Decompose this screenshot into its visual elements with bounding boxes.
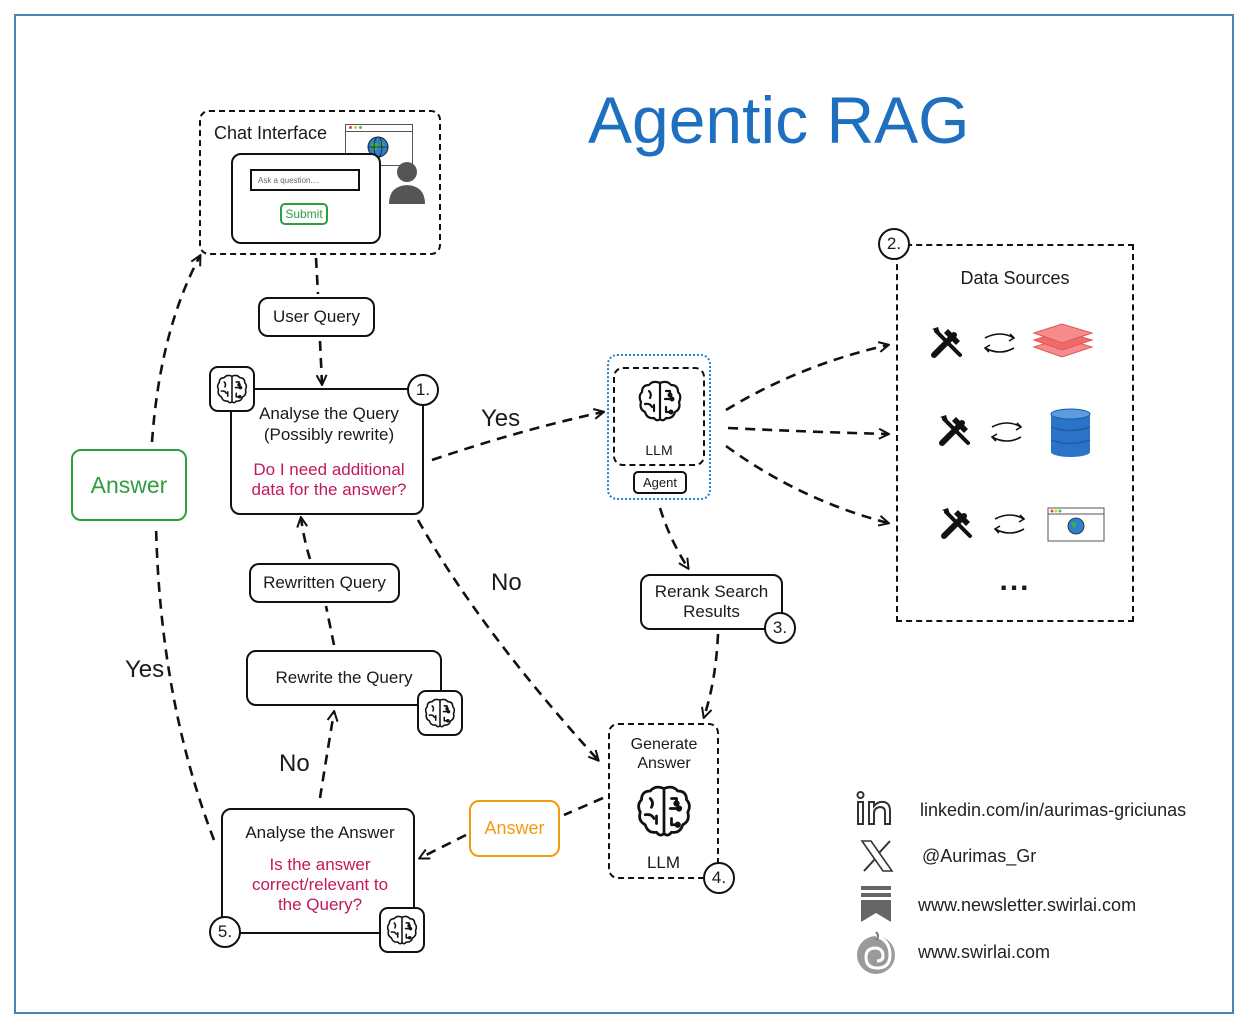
diagram-frame (14, 14, 1234, 1014)
data-sources-node: Data Sources ... (896, 244, 1134, 622)
answer-node-orange: Answer (469, 800, 560, 857)
rerank-label: Rerank Search Results (654, 582, 769, 621)
brain-icon (424, 698, 456, 728)
chat-interface-label: Chat Interface (214, 123, 328, 143)
arrow-analyse-answer-to-answer (154, 524, 216, 841)
newsletter-link[interactable]: www.newsletter.swirlai.com (918, 895, 1137, 915)
brain-icon (637, 785, 691, 837)
rerank-node: Rerank Search Results (640, 574, 783, 630)
analyse-query-title: Analyse the Query (259, 404, 399, 423)
analyse-query-node: Analyse the Query (Possibly rewrite) Do … (230, 388, 424, 515)
rewrite-query-brain (417, 690, 463, 736)
diagram-title: Agentic RAG (588, 83, 970, 157)
generate-answer-node: Generate Answer LLM (608, 723, 719, 879)
arrow-agent-to-source-3 (725, 444, 888, 523)
sync-icon (983, 333, 1016, 353)
arrow-analyse-to-agent (431, 412, 603, 462)
step-badge-4: 4. (703, 862, 735, 894)
brain-icon (638, 380, 682, 422)
step-badge-1: 1. (407, 374, 439, 406)
arrow-answer-to-analyse-answer (420, 833, 467, 858)
arrow-rerank-to-generate (704, 633, 720, 717)
arrow-answer-to-chat (150, 256, 200, 443)
analyse-query-question: Do I need additional data for the answer… (251, 460, 407, 499)
tools-icon (931, 327, 962, 358)
label-no-left: No (279, 750, 310, 777)
llm-label: LLM (645, 442, 673, 458)
label-yes-right: Yes (481, 405, 521, 432)
answer-node-green: Answer (71, 449, 187, 521)
database-icon (1050, 408, 1091, 457)
website-link[interactable]: www.swirlai.com (918, 942, 1051, 962)
analyse-query-brain (209, 366, 255, 412)
user-icon (389, 162, 425, 204)
arrow-rewritten-to-analyse (301, 518, 312, 560)
arrow-agent-to-source-2 (727, 426, 888, 434)
submit-button[interactable]: Submit (280, 203, 328, 225)
linkedin-icon (856, 791, 891, 825)
user-query-node: User Query (258, 297, 375, 337)
data-sources-label: Data Sources (960, 268, 1070, 288)
chat-form: Ask a question.... Submit (231, 153, 381, 244)
bookmark-icon (861, 886, 891, 922)
x-icon (860, 840, 894, 872)
arrow-analyse-answer-to-rewrite (318, 712, 334, 799)
rewrite-query-node: Rewrite the Query (246, 650, 442, 706)
analyse-query-subtitle: (Possibly rewrite) (263, 425, 395, 444)
step-badge-2: 2. (878, 228, 910, 260)
data-sources-ellipsis: ... (999, 564, 1031, 597)
generate-llm-label: LLM (646, 853, 681, 872)
llm-agent-box: LLM (613, 367, 705, 466)
x-handle[interactable]: @Aurimas_Gr (922, 846, 1037, 866)
arrow-agent-to-source-1 (725, 345, 888, 412)
analyse-answer-brain (379, 907, 425, 953)
brain-icon (386, 915, 418, 945)
brain-icon (216, 374, 248, 404)
agent-label: Agent (633, 471, 687, 494)
arrow-chat-to-user-query (314, 257, 320, 295)
linkedin-link[interactable]: linkedin.com/in/aurimas-griciunas (920, 800, 1187, 820)
arrow-rewrite-to-rewritten (324, 605, 336, 646)
generate-answer-label: Generate Answer (630, 736, 698, 772)
tools-icon (941, 508, 972, 539)
analyse-answer-title: Analyse the Answer (245, 823, 395, 842)
label-no-mid: No (491, 569, 522, 596)
agent-group (607, 354, 711, 500)
question-input[interactable]: Ask a question.... (250, 169, 360, 191)
browser-icon (1047, 507, 1105, 542)
analyse-answer-question: Is the answer correct/relevant to the Qu… (251, 855, 389, 914)
rewritten-query-node: Rewritten Query (249, 563, 400, 603)
arrow-agent-to-rerank (658, 507, 688, 568)
sync-icon (993, 514, 1026, 534)
chat-interface: Chat Interface Ask a question.... Submit (199, 110, 441, 255)
label-yes-left: Yes (125, 656, 165, 683)
step-badge-3: 3. (764, 612, 796, 644)
arrow-analyse-to-generate (416, 519, 598, 760)
sync-icon (990, 422, 1023, 442)
swirl-icon (857, 931, 895, 974)
arrow-user-query-to-analyse (320, 340, 322, 384)
layers-icon (1032, 323, 1094, 358)
arrow-generate-to-answer (563, 796, 604, 817)
tools-icon (939, 415, 970, 446)
step-badge-5: 5. (209, 916, 241, 948)
